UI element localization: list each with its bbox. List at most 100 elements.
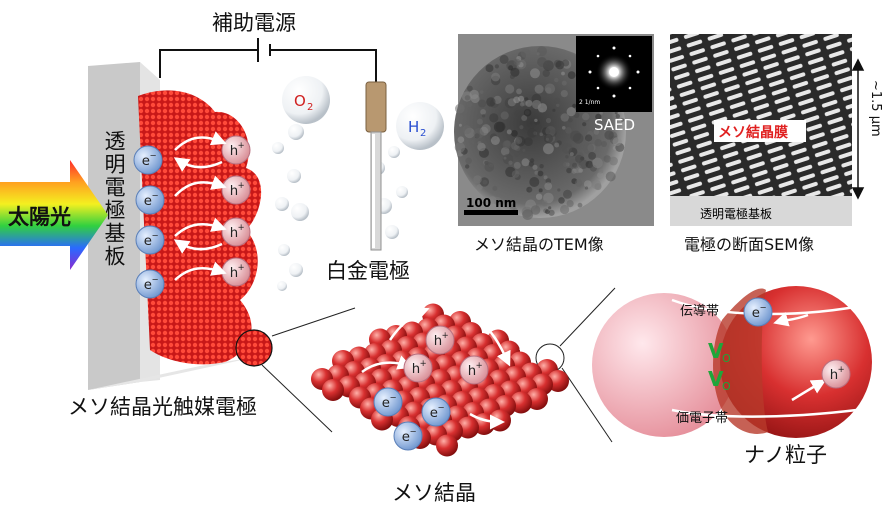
meso-sphere [436,434,458,457]
bubble [288,124,304,140]
sunlight-label: 太陽光 [8,205,71,229]
svg-text:−: − [152,190,159,200]
svg-text:+: + [420,358,427,368]
bubble [278,244,290,256]
film-hole: h+ [221,217,251,247]
tem-caption: メソ結晶のTEM像 [474,235,604,254]
film-electron: e− [135,269,165,299]
film-arrows [173,131,227,281]
film-hole: h+ [221,257,251,287]
svg-text:+: + [238,262,245,272]
zoom-lines [261,287,616,443]
svg-text:e: e [144,194,152,209]
svg-text:−: − [152,274,159,284]
film-electrons: e−e−e−e− [133,145,165,299]
bubble [277,281,287,291]
svg-text:e: e [382,396,390,411]
svg-text:+: + [238,222,245,232]
svg-text:O: O [722,352,731,365]
h2-bubble: H 2 [396,102,444,150]
bubble [291,203,309,221]
svg-text:+: + [238,140,245,150]
meso-sphere [322,379,344,401]
svg-text:h: h [230,144,238,159]
mesocrystal-label: メソ結晶 [392,481,476,505]
nanoparticle-left [592,293,736,437]
nano-hole: h+ [821,359,851,389]
thickness-arrow [851,58,865,200]
svg-text:h: h [412,362,420,377]
sem-substrate-label: 透明電極基板 [700,206,772,221]
svg-text:h: h [830,368,838,383]
film-electron: e− [133,145,163,175]
band-arrows [773,312,827,402]
oxygen-vacancy-2: V O [708,367,731,393]
platinum-electrode [365,81,387,251]
svg-text:e: e [402,430,410,445]
svg-text:−: − [390,392,397,402]
bubble [385,225,399,239]
mesocrystal-carriers: h+h+h+e−e−e− [373,325,489,451]
crystal-zoom-circle [235,329,273,367]
bubble [272,142,284,154]
tem-scale-bar-label: 100 nm [466,196,516,210]
oxygen-vacancy-1: V O [708,339,731,365]
svg-text:e: e [142,154,150,169]
valence-band-label: 価電子帯 [676,411,728,426]
sem-film-label: メソ結晶膜 [718,124,788,141]
bubble [396,186,408,198]
svg-text:V: V [708,367,724,391]
meso-electron: e− [421,397,451,427]
svg-text:e: e [752,306,760,321]
svg-text:h: h [434,334,442,349]
svg-text:h: h [230,226,238,241]
svg-text:V: V [708,339,724,363]
platinum-electrode-label: 白金電極 [326,259,410,283]
svg-text:2: 2 [420,128,426,139]
svg-text:−: − [152,230,159,240]
svg-text:−: − [150,150,157,160]
svg-text:e: e [144,234,152,249]
bubble [287,169,301,183]
nano-carriers: e− h+ [743,297,851,389]
sem-caption: 電極の断面SEM像 [684,235,814,254]
film-electron: e− [135,185,165,215]
film-hole: h+ [221,135,251,165]
meso-hole: h+ [459,355,489,385]
svg-text:2 1/nm: 2 1/nm [579,99,600,106]
film-hole: h+ [221,175,251,205]
bubble [388,146,400,158]
svg-text:H: H [408,118,419,136]
svg-text:−: − [410,426,417,436]
nano-electron: e− [743,297,773,327]
svg-text:+: + [838,364,845,374]
svg-text:−: − [760,302,767,312]
meso-hole: h+ [403,353,433,383]
o2-bubble: O 2 [282,76,330,124]
svg-text:+: + [238,180,245,190]
aux-power-label: 補助電源 [212,11,296,35]
meso-electron: e− [393,421,423,451]
sunlight-arrow [0,160,108,270]
meso-electron: e− [373,387,403,417]
svg-text:2: 2 [307,102,313,113]
sem-image: メソ結晶膜 透明電極基板 [670,34,852,226]
svg-text:−: − [438,402,445,412]
bubble [275,197,289,211]
svg-text:h: h [468,364,476,379]
film-electron: e− [135,225,165,255]
meso-photocatalyst-electrode-label: メソ結晶光触媒電極 [68,395,257,419]
saed-label: SAED [594,116,635,134]
tem-image: 2 1/nm SAED 100 nm [454,34,654,226]
svg-text:e: e [144,278,152,293]
svg-text:O: O [294,92,306,110]
meso-hole: h+ [425,325,455,355]
svg-text:O: O [722,380,731,393]
svg-text:e: e [430,406,438,421]
nanoparticle-label: ナノ粒子 [744,443,827,467]
svg-text:h: h [230,266,238,281]
substrate-vertical-label: 透明電極基板 [102,130,126,268]
thickness-label: ~1.5 μm [868,80,883,137]
film-holes: h+h+h+h+ [221,135,251,287]
